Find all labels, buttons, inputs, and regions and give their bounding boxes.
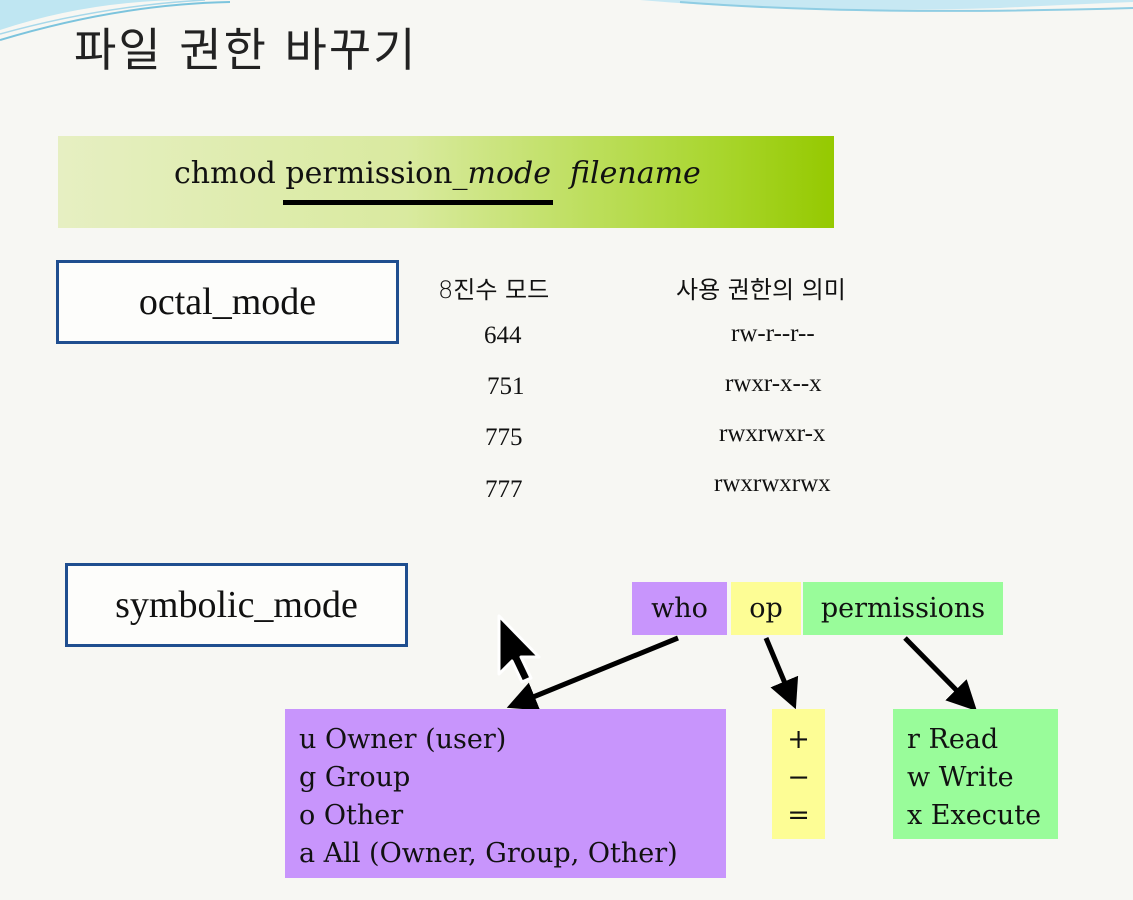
- permissions-arrow: [903, 636, 978, 712]
- who-option: u Owner (user): [299, 724, 507, 755]
- octal-row-meaning: rwxrwxr-x: [719, 420, 826, 447]
- octal-header-mode: 8진수 모드: [438, 276, 550, 304]
- octal-row-mode: 751: [487, 373, 525, 400]
- header-wave-decoration: [0, 0, 1133, 41]
- octal-row-meaning: rwxr-x--x: [725, 370, 822, 397]
- op-option: −: [787, 762, 810, 793]
- octal-row-mode: 775: [485, 424, 523, 451]
- permission-options-box: r Read w Write x Execute: [893, 709, 1058, 839]
- mouse-pointer-icon: [497, 614, 541, 684]
- who-option: g Group: [299, 762, 411, 793]
- op-option: =: [787, 800, 810, 831]
- op-option: +: [787, 724, 810, 755]
- who-tag: who: [632, 582, 727, 635]
- permissions-tag: permissions: [803, 582, 1003, 635]
- command-bar: [58, 136, 834, 228]
- permission-mode-underline: [283, 200, 553, 205]
- permission-mode-suffix: mode: [467, 156, 551, 191]
- who-arrow: [506, 635, 679, 711]
- octal-row-mode: 644: [484, 322, 522, 349]
- permission-option: w Write: [907, 762, 1014, 793]
- who-option: a All (Owner, Group, Other): [299, 838, 678, 869]
- octal-header-meaning: 사용 권한의 의미: [676, 276, 846, 304]
- op-tag: op: [731, 582, 801, 635]
- who-options-box: u Owner (user) g Group o Other a All (Ow…: [285, 709, 726, 878]
- permission-mode-prefix: permission_: [285, 156, 468, 191]
- permission-option: x Execute: [907, 800, 1042, 831]
- op-options-box: + − =: [772, 709, 825, 839]
- command-name: chmod: [174, 156, 276, 191]
- octal-row-meaning: rw-r--r--: [731, 320, 815, 347]
- permission-option: r Read: [907, 724, 999, 755]
- symbolic-mode-box: symbolic_mode: [65, 563, 408, 647]
- octal-row-mode: 777: [485, 476, 523, 503]
- command-syntax: chmod permission_mode filename: [174, 156, 701, 191]
- who-option: o Other: [299, 800, 404, 831]
- op-arrow: [763, 637, 799, 710]
- filename-arg: filename: [570, 156, 701, 191]
- octal-row-meaning: rwxrwxrwx: [714, 470, 831, 497]
- slide-title: 파일 권한 바꾸기: [74, 23, 418, 77]
- octal-mode-box: octal_mode: [56, 260, 399, 344]
